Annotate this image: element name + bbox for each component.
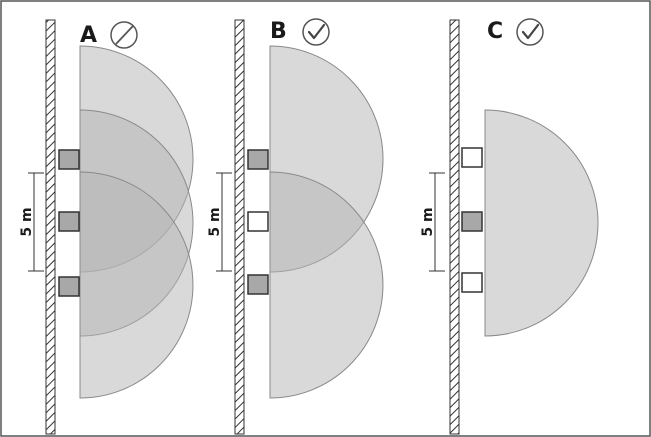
sensor-box — [247, 149, 269, 170]
sensor-box — [58, 211, 80, 232]
sensor-box — [247, 211, 269, 232]
wall — [45, 19, 56, 435]
sensor-box — [461, 211, 483, 232]
panel-a: 5 m A — [19, 19, 194, 435]
panel-c: 5 m C — [420, 18, 599, 435]
distance-dimension: 5 m — [207, 172, 232, 272]
sensor-box — [58, 276, 80, 297]
distance-label: 5 m — [207, 207, 223, 236]
sensor-box — [58, 149, 80, 170]
wall — [234, 19, 245, 435]
check-icon — [302, 18, 330, 46]
sensor-box — [247, 274, 269, 295]
distance-label: 5 m — [420, 207, 436, 236]
panel-b: 5 m B — [207, 18, 384, 435]
sensor-box — [461, 147, 483, 168]
panel-label: C — [487, 19, 503, 44]
wall — [449, 19, 460, 435]
coverage-zone — [269, 171, 384, 399]
distance-dimension: 5 m — [19, 172, 44, 272]
distance-label: 5 m — [19, 207, 35, 236]
distance-dimension: 5 m — [420, 172, 445, 272]
prohibited-icon — [110, 21, 138, 49]
sensor-box — [461, 272, 483, 293]
check-icon — [516, 18, 544, 46]
panel-label: A — [80, 23, 97, 48]
coverage-zone — [484, 109, 599, 337]
coverage-zone — [79, 171, 194, 399]
panel-label: B — [270, 19, 287, 44]
